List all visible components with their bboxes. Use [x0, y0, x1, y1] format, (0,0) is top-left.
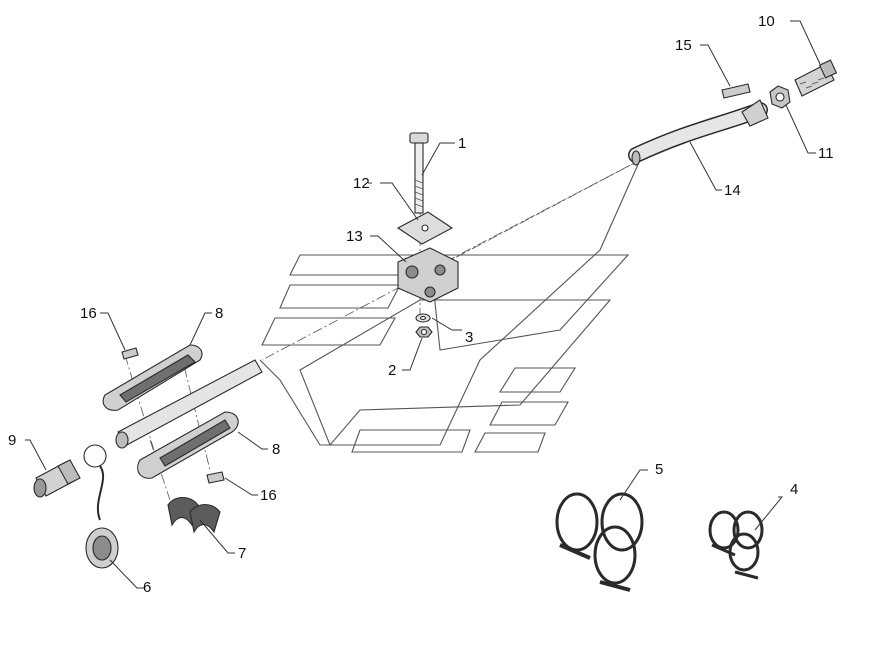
part-handle-tube — [115, 359, 263, 449]
callout-10: 10 — [758, 13, 775, 30]
part-clip-lower — [206, 471, 225, 484]
callout-4: 4 — [790, 481, 798, 498]
part-coupling — [33, 459, 81, 498]
callout-16-lower: 16 — [260, 487, 277, 504]
callout-7: 7 — [238, 545, 246, 562]
callout-6: 6 — [143, 579, 151, 596]
frame-outline — [259, 159, 641, 453]
part-plate — [396, 211, 454, 245]
part-grip-lower — [137, 411, 239, 479]
part-hose — [628, 99, 769, 166]
leader-lines — [25, 20, 821, 589]
callout-8-lower: 8 — [272, 441, 280, 458]
callout-2: 2 — [388, 362, 396, 379]
callout-11: 11 — [818, 145, 834, 162]
part-grip-upper — [102, 344, 203, 411]
callout-3: 3 — [465, 329, 473, 346]
part-hose-nut — [769, 85, 791, 109]
callout-13: 13 — [346, 228, 363, 245]
part-clamp-rings — [167, 496, 221, 534]
part-threaded-fitting — [794, 59, 838, 97]
callout-15: 15 — [675, 37, 692, 54]
callout-12: 12 — [353, 175, 370, 192]
callout-8-upper: 8 — [215, 305, 223, 322]
part-bolt — [409, 132, 429, 214]
part-clip-top — [721, 83, 751, 99]
callout-labels: 1 2 3 4 5 6 7 8 8 9 10 11 12 13 14 15 16… — [8, 13, 834, 596]
callout-14: 14 — [724, 182, 741, 199]
part-clamp-block — [397, 247, 459, 303]
part-clip-upper — [121, 347, 139, 360]
part-clamps-large — [555, 492, 644, 592]
part-washer-nut — [415, 313, 433, 338]
callout-16-upper: 16 — [80, 305, 97, 322]
callout-5: 5 — [655, 461, 663, 478]
part-cap — [83, 444, 119, 569]
callout-1: 1 — [458, 135, 466, 152]
callout-9: 9 — [8, 432, 16, 449]
part-clamps-small — [708, 510, 764, 580]
